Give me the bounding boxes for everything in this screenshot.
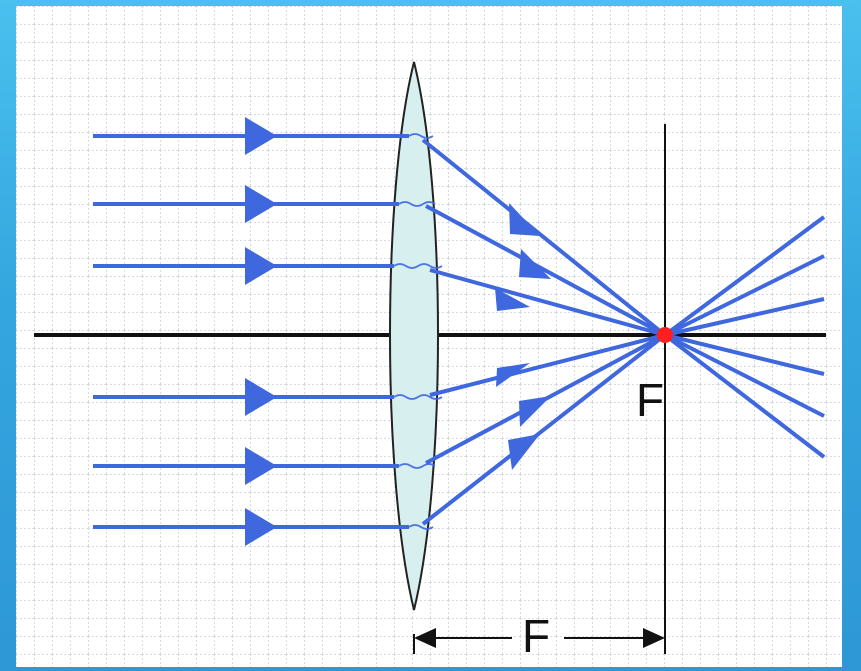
refracted-arrowhead-3 [495, 288, 530, 311]
focal-length-arrow-right [643, 628, 665, 648]
focal-length-arrow-left [414, 628, 436, 648]
arrowhead-2 [245, 185, 277, 223]
lens-ray-path-4 [393, 394, 443, 400]
arrowhead-4 [245, 378, 277, 416]
refracted-arrowhead-1 [509, 203, 540, 236]
refracted-ray-6 [421, 333, 667, 526]
diverging-ray-2 [664, 254, 825, 337]
diverging-ray-1 [663, 215, 826, 337]
arrowhead-6 [245, 508, 277, 546]
convex-lens [389, 61, 439, 611]
refracted-ray-4 [429, 333, 666, 397]
focal-length-label: F [522, 610, 550, 662]
lens-ray-path-6 [408, 524, 434, 530]
lens-ray-path-3 [393, 263, 443, 269]
diverging-ray-3 [664, 297, 825, 337]
diverging-ray-6 [663, 333, 826, 459]
refracted-arrowhead-5 [519, 396, 551, 427]
refracted-ray-1 [421, 138, 667, 337]
refracted-ray-2 [425, 204, 666, 337]
lens-ray-path-5 [398, 463, 436, 469]
arrowhead-1 [245, 117, 277, 155]
diverging-ray-5 [664, 333, 825, 418]
lens-diagram: F F [16, 6, 842, 667]
arrowhead-3 [245, 247, 277, 285]
lens-ray-path-2 [398, 201, 436, 207]
diverging-ray-4 [664, 333, 825, 376]
focal-point-label: F [636, 374, 664, 426]
focus-point-dot [657, 327, 673, 343]
refracted-arrowhead-2 [519, 249, 551, 279]
lens-ray-path-1 [408, 133, 434, 139]
refracted-arrowhead-4 [496, 363, 530, 387]
arrowhead-5 [245, 447, 277, 485]
refracted-ray-3 [429, 268, 666, 337]
refracted-arrowhead-6 [508, 434, 540, 470]
diagram-panel: F F [16, 6, 842, 667]
